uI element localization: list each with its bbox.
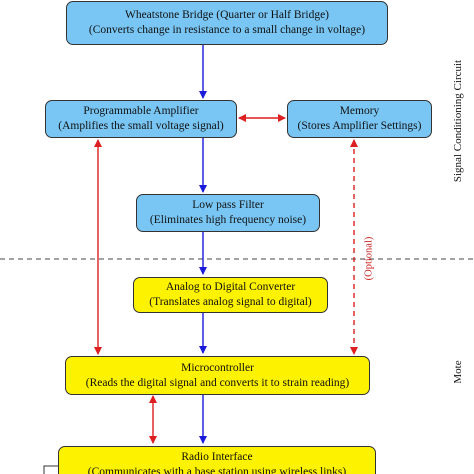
optional-label: (Optional)	[363, 236, 375, 281]
wheatstone-bridge-title: Wheatstone Bridge (Quarter or Half Bridg…	[124, 9, 330, 21]
radio-interface-subtitle: (Communicates with a base station using …	[87, 466, 347, 474]
low-pass-filter-subtitle: (Eliminates high frequency noise)	[149, 214, 307, 226]
memory-title: Memory	[339, 105, 380, 117]
low-pass-filter-box: Low pass Filter (Eliminates high frequen…	[136, 194, 320, 232]
memory-box: Memory (Stores Amplifier Settings)	[287, 100, 432, 138]
programmable-amplifier-subtitle: (Amplifies the small voltage signal)	[58, 120, 224, 132]
radio-interface-box: Radio Interface (Communicates with a bas…	[58, 446, 376, 474]
programmable-amplifier-title: Programmable Amplifier	[83, 105, 199, 117]
programmable-amplifier-box: Programmable Amplifier (Amplifies the sm…	[45, 100, 237, 138]
mote-label: Mote	[452, 360, 464, 384]
radio-interface-title: Radio Interface	[181, 451, 253, 463]
wheatstone-bridge-subtitle: (Converts change in resistance to a smal…	[88, 24, 366, 36]
adc-box: Analog to Digital Converter (Translates …	[133, 277, 328, 313]
wheatstone-bridge-box: Wheatstone Bridge (Quarter or Half Bridg…	[66, 1, 388, 45]
radio-side-connector	[43, 465, 58, 474]
adc-subtitle: (Translates analog signal to digital)	[149, 296, 312, 308]
signal-conditioning-label: Signal Conditioning Circuit	[452, 59, 464, 183]
memory-subtitle: (Stores Amplifier Settings)	[297, 120, 422, 132]
low-pass-filter-title: Low pass Filter	[192, 199, 264, 211]
microcontroller-subtitle: (Reads the digital signal and converts i…	[85, 376, 350, 389]
adc-title: Analog to Digital Converter	[165, 281, 296, 293]
microcontroller-title: Microcontroller	[181, 361, 254, 374]
microcontroller-box: Microcontroller (Reads the digital signa…	[65, 356, 370, 395]
